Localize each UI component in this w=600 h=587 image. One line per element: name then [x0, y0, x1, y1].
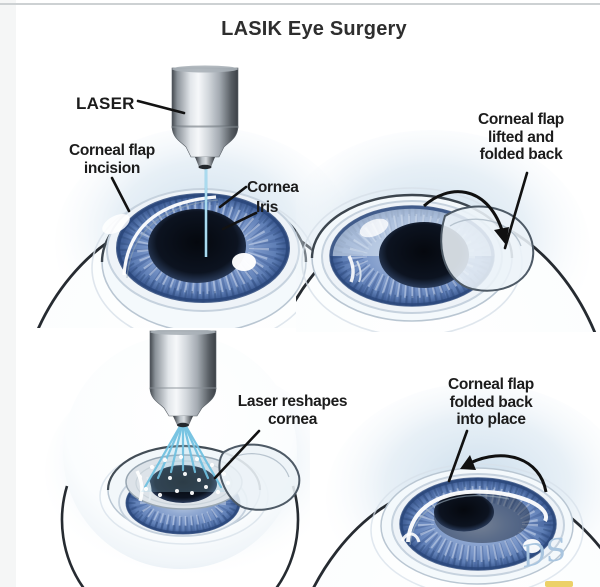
- iris-pointer-line: [221, 211, 258, 231]
- eyeball-step4: [312, 463, 600, 587]
- cornea-pointer-line: [218, 185, 248, 209]
- label-corneal-flap-incision: Corneal flap incision: [69, 142, 155, 177]
- bottom-edge-mark: [545, 581, 573, 587]
- ablation-dots: [137, 454, 231, 498]
- laser-pointer-line: [136, 99, 186, 115]
- replaced-flap-edge: [406, 489, 549, 543]
- fold-direction-arrow: [422, 190, 509, 245]
- laser-reshapes-pointer-line: [213, 429, 261, 480]
- label-cornea: Cornea: [247, 179, 299, 196]
- label-iris: Iris: [256, 199, 279, 216]
- panel-step2-illustration: [296, 130, 597, 332]
- fold-direction-arrow: [460, 454, 548, 493]
- pupil: [148, 209, 246, 283]
- label-laser: LASER: [76, 94, 135, 113]
- panel-step3-illustration: [45, 330, 310, 587]
- corneal-flap-incision-line: [122, 195, 217, 276]
- pupil: [149, 465, 217, 503]
- laser-device: [149, 330, 217, 428]
- flap-replaced-pointer-line: [447, 429, 469, 483]
- label-flap-lifted: Corneal flap lifted and folded back: [478, 111, 564, 163]
- arrowhead: [460, 455, 476, 470]
- arrowhead: [494, 227, 509, 245]
- label-laser-reshapes: Laser reshapes cornea: [237, 393, 348, 428]
- panel-step4-illustration: [312, 383, 600, 587]
- flap-lifted-pointer-line: [503, 171, 529, 250]
- pupil: [434, 492, 494, 532]
- page-title: LASIK Eye Surgery: [221, 18, 407, 40]
- flap-incision-pointer-line: [110, 176, 131, 213]
- folded-corneal-flap: [218, 443, 301, 511]
- label-flap-replaced: Corneal flap folded back into place: [448, 376, 534, 428]
- pointer-lines-step1: [110, 99, 258, 231]
- top-divider-line: [0, 3, 600, 5]
- laser-device: [171, 65, 239, 170]
- left-margin-strip: [0, 0, 16, 587]
